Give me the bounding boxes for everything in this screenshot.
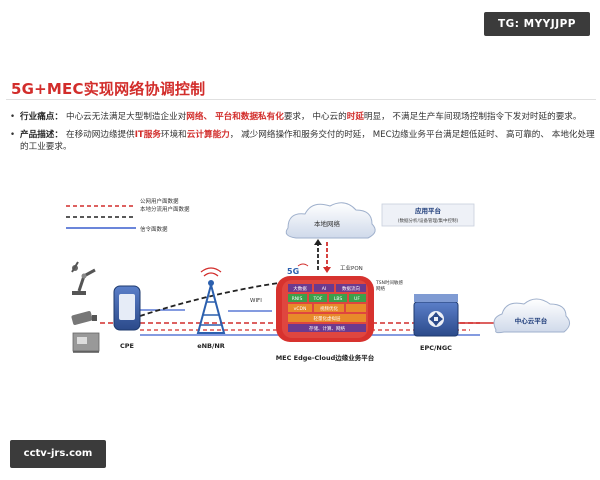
machine-icon bbox=[72, 332, 100, 353]
tsn-label-2: 网络 bbox=[376, 285, 385, 292]
svg-text:大数据: 大数据 bbox=[293, 285, 307, 292]
epc-label: EPC/NGC bbox=[420, 344, 452, 352]
paragraph-label: 产品描述： bbox=[20, 129, 66, 140]
paragraph-text: 环境和 bbox=[160, 129, 187, 140]
svg-text:RNIS: RNIS bbox=[292, 296, 303, 302]
tsn-label: TSN时间敏感 bbox=[375, 279, 403, 286]
paragraph-text: 明显， 不满足生产车间现场控制指令下发对时延的要求。 bbox=[363, 112, 582, 122]
cpe-label: CPE bbox=[120, 342, 134, 350]
page-title: 5G+MEC实现网络协调控制 bbox=[11, 80, 206, 98]
svg-text:轻量化虚拟层: 轻量化虚拟层 bbox=[314, 315, 341, 322]
highlight-text: 网络、 平台和数据私有化 bbox=[186, 112, 284, 122]
wifi-label: WIFI bbox=[250, 298, 262, 304]
paragraph-label: 行业痛点： bbox=[20, 112, 66, 122]
legend-label-1b: 本地分流用户面数据 bbox=[140, 205, 190, 213]
svg-text:vCDN: vCDN bbox=[294, 306, 307, 312]
mec-platform: 大数据 AI 数据流向 RNIS TOF LBS UF vCDN 视频优化 轻量… bbox=[276, 276, 374, 342]
highlight-text: 时延 bbox=[346, 112, 364, 122]
svg-text:TOF: TOF bbox=[313, 296, 323, 302]
svg-text:存储、计算、网络: 存储、计算、网络 bbox=[309, 325, 345, 332]
description-paragraph: • 行业痛点： 中心云无法满足大型制造企业对网络、 平台和数据私有化要求， 中心云… bbox=[10, 111, 595, 124]
mec-cell-video bbox=[314, 304, 344, 312]
svg-text:UF: UF bbox=[354, 296, 360, 302]
local-network-label: 本地网络 bbox=[314, 219, 341, 228]
epc-ngc-device: EPC/NGC bbox=[413, 294, 459, 352]
mec-cell-ai bbox=[314, 284, 334, 292]
mec-cell-blank bbox=[346, 304, 366, 312]
paragraph-text: 中心云无法满足大型制造企业对 bbox=[65, 112, 187, 122]
factory-devices bbox=[71, 261, 100, 353]
title-divider bbox=[6, 99, 596, 100]
cpe-device: CPE bbox=[113, 285, 141, 350]
mec-cell-infra bbox=[288, 324, 366, 332]
paragraph-text: ， 减少网络操作和服务交付的时延， MEC边缘业务平台满足超低延时、 高可靠的、… bbox=[20, 129, 595, 153]
mec-cell-vcdn bbox=[288, 304, 312, 312]
legend-label-1a: 公网用户面数据 bbox=[140, 197, 179, 205]
center-cloud: 中心云平台 bbox=[493, 298, 570, 334]
svg-text:LBS: LBS bbox=[334, 296, 343, 302]
watermark-badge-top: TG: MYYJJPP bbox=[484, 12, 590, 36]
svg-text:数据流向: 数据流向 bbox=[342, 285, 360, 292]
bullet-marker: • bbox=[10, 112, 16, 122]
camera-icon bbox=[71, 311, 97, 325]
robot-arm-icon bbox=[71, 261, 96, 295]
center-cloud-label: 中心云平台 bbox=[515, 316, 548, 325]
watermark-badge-bottom: cctv-jrs.com bbox=[10, 440, 106, 468]
five-g-label: 5G bbox=[287, 267, 299, 276]
mec-cell-rnis bbox=[288, 294, 307, 302]
mec-cell-lbs bbox=[329, 294, 347, 302]
enb-label: eNB/NR bbox=[197, 342, 225, 350]
local-network-cloud: 本地网络 bbox=[285, 202, 376, 239]
app-platform-sub: (数据分析/设备管理/集中控制) bbox=[398, 217, 459, 224]
mec-cell-tof bbox=[309, 294, 327, 302]
mec-cell-uf bbox=[349, 294, 366, 302]
highlight-text: 云计算能力 bbox=[186, 129, 230, 140]
paragraph-text: 在移动网边缘提供 bbox=[65, 129, 135, 140]
network-diagram: 公网用户面数据 本地分流用户面数据 信令面数据 bbox=[66, 197, 570, 362]
mec-cell-dataflow bbox=[336, 284, 366, 292]
description-paragraph: • 产品描述： 在移动网边缘提供IT服务环境和云计算能力， 减少网络操作和服务交付… bbox=[10, 129, 595, 154]
app-platform-box: 应用平台 (数据分析/设备管理/集中控制) bbox=[381, 203, 475, 227]
svg-text:视频优化: 视频优化 bbox=[320, 305, 338, 312]
app-platform-title: 应用平台 bbox=[415, 206, 442, 215]
bullet-marker: • bbox=[10, 129, 16, 140]
legend-label-3: 信令面数据 bbox=[140, 225, 168, 233]
svg-text:AI: AI bbox=[322, 286, 326, 292]
mec-cell-bigdata bbox=[288, 284, 312, 292]
enb-tower-icon: eNB/NR bbox=[196, 267, 226, 350]
description-block: • 行业痛点： 中心云无法满足大型制造企业对网络、 平台和数据私有化要求， 中心云… bbox=[10, 111, 595, 159]
mec-label: MEC Edge-Cloud边缘业务平台 bbox=[276, 353, 375, 362]
paragraph-text: 要求， 中心云的 bbox=[283, 112, 347, 122]
legend: 公网用户面数据 本地分流用户面数据 信令面数据 bbox=[66, 197, 190, 233]
mec-cell-virtual-layer bbox=[288, 314, 366, 322]
industrial-pon-label: 工业PON bbox=[340, 264, 363, 272]
highlight-text: IT服务 bbox=[134, 129, 161, 140]
